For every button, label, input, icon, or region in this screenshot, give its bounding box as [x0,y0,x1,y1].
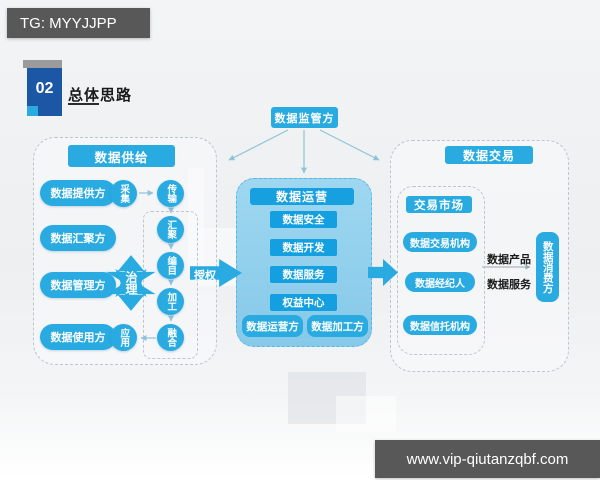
tg-badge: TG: MYYJJPP [7,8,150,38]
step-apply: 应用 [110,324,137,351]
item-label: 数据开发 [282,242,325,254]
consumer-box: 数据消费方 [536,232,559,302]
institution-label: 数据经纪人 [415,278,465,290]
footer-url: www.vip-qiutanzqbf.com [406,450,569,468]
institution-label: 数据交易机构 [410,238,470,250]
role-label: 数据使用方 [50,332,106,344]
supply-header: 数据供给 [68,145,175,167]
item-label: 数据安全 [282,214,325,226]
role-label: 数据汇聚方 [50,233,106,245]
trading-institution-exchange: 数据交易机构 [403,232,477,252]
role-label: 数据运营方 [246,320,299,333]
trading-output-product: 数据产品 [487,254,531,266]
trading-header-label: 数据交易 [462,148,515,163]
step-label: 编目 [165,256,177,275]
title-number: 02 [35,80,54,97]
consumer-label: 数据消费方 [541,240,554,294]
regulator-label: 数据监管方 [274,112,335,125]
watermark-shape [336,396,396,432]
supply-role-provider: 数据提供方 [40,180,116,206]
supply-role-manager: 数据管理方 [40,272,116,298]
operation-header-label: 数据运营 [275,190,328,204]
step-process: 加工 [157,288,184,315]
role-label: 数据提供方 [50,188,106,200]
trading-institution-trust: 数据信托机构 [403,315,477,335]
footer-url-bar: www.vip-qiutanzqbf.com [375,440,600,478]
trading-header: 数据交易 [445,146,533,164]
governance-star: 治理 [103,254,159,312]
step-label: 采集 [118,184,130,203]
page-title: 总体思路 [68,87,133,104]
operation-role-processor: 数据加工方 [307,315,368,337]
role-label: 数据管理方 [50,280,106,292]
step-label: 融合 [165,328,177,347]
tg-badge-label: TG: MYYJJPP [20,14,117,32]
step-label: 应用 [118,328,130,347]
operation-item-security: 数据安全 [270,211,337,228]
step-label: 汇聚 [165,220,177,239]
supply-role-user: 数据使用方 [40,324,116,350]
institution-label: 数据信托机构 [410,321,470,333]
supply-header-label: 数据供给 [94,150,149,165]
operation-header: 数据运营 [250,188,354,205]
title-tab [23,60,62,68]
operation-item-rights-center: 权益中心 [270,294,337,311]
trading-market-frame [397,186,485,355]
page-title-underline [68,103,99,105]
regulator-box: 数据监管方 [271,107,338,128]
item-label: 权益中心 [282,297,325,309]
item-label: 数据服务 [282,269,325,281]
step-collect: 采集 [110,180,137,207]
authorize-arrow-label: 授权 [194,270,216,282]
star-icon [106,255,156,311]
step-transmit: 传输 [157,180,184,207]
step-label: 加工 [165,292,177,311]
step-label: 传输 [165,184,177,203]
role-label: 数据加工方 [311,320,364,333]
step-catalog: 编目 [157,252,184,279]
market-header-label: 交易市场 [414,199,464,212]
trading-output-service: 数据服务 [487,279,531,291]
trading-institution-broker: 数据经纪人 [405,272,475,292]
supply-role-aggregator: 数据汇聚方 [40,225,116,251]
operation-item-service: 数据服务 [270,266,337,283]
title-accent-square [27,106,38,116]
step-fuse: 融合 [157,324,184,351]
operation-role-operator: 数据运营方 [242,315,303,337]
trading-market-header: 交易市场 [406,196,472,213]
operation-item-development: 数据开发 [270,239,337,256]
governance-star-label: 治理 [124,271,138,295]
step-aggregate: 汇聚 [157,216,184,243]
